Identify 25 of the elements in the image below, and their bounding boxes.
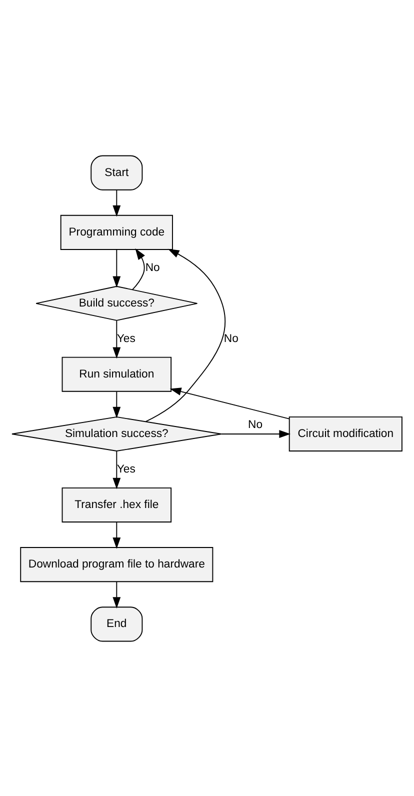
arrow	[132, 248, 145, 290]
node-box: Download program file to hardware	[20, 546, 214, 582]
edge-label: No	[248, 418, 263, 430]
node-box: Start	[90, 154, 143, 190]
arrow	[145, 248, 226, 422]
arrow	[112, 320, 121, 358]
edge-label: No	[224, 332, 238, 344]
arrow	[112, 189, 121, 216]
node-box: Programming code	[60, 214, 173, 250]
edge-label: Yes	[116, 332, 136, 344]
node-box: Transfer .hex file	[62, 486, 172, 522]
arrow	[112, 390, 121, 418]
arrow	[112, 521, 121, 548]
arrow	[170, 387, 290, 419]
arrow	[112, 580, 121, 608]
node-box: Run simulation	[62, 356, 172, 392]
node-diamond: Build success?	[36, 285, 198, 320]
arrow	[112, 450, 121, 489]
edge-label: Yes	[116, 462, 136, 475]
edge-label: No	[145, 261, 160, 274]
arrow	[220, 430, 291, 438]
node-diamond: Simulation success?	[12, 416, 222, 451]
node-box: End	[90, 606, 143, 642]
arrow	[112, 248, 121, 288]
node-box: Circuit modification	[288, 416, 402, 451]
